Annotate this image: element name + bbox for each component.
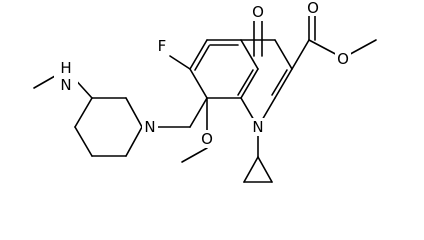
quinolone-nitrogen-label: N bbox=[252, 118, 263, 136]
piperidine-nitrogen-label: N bbox=[144, 118, 155, 136]
bond bbox=[189, 68, 208, 99]
label-backdrop bbox=[305, 0, 321, 16]
bond bbox=[274, 68, 293, 99]
bond bbox=[243, 156, 259, 183]
methylamino-hydrogen-label: H bbox=[60, 59, 71, 77]
ester-ether-oxygen-label: O bbox=[337, 50, 349, 68]
bond bbox=[181, 147, 208, 163]
bond-lines bbox=[33, 13, 377, 183]
bond bbox=[257, 156, 273, 183]
methylamino-nitrogen-label: N bbox=[60, 76, 71, 94]
fluorine-atom-label: F bbox=[158, 37, 167, 55]
bond bbox=[189, 39, 208, 70]
structure-canvas: F O O O N N O N H bbox=[33, 0, 377, 183]
bond bbox=[125, 126, 143, 157]
bond bbox=[169, 55, 191, 70]
bond bbox=[33, 75, 56, 89]
ester-carbonyl-oxygen-label: O bbox=[307, 0, 319, 17]
bond bbox=[74, 97, 93, 128]
bond bbox=[74, 126, 93, 157]
bond bbox=[274, 39, 293, 70]
bond-double-inner bbox=[237, 69, 254, 96]
methoxy-oxygen-label: O bbox=[201, 130, 213, 148]
bond bbox=[240, 68, 259, 99]
bond bbox=[125, 97, 143, 128]
label-backdrop bbox=[199, 130, 215, 148]
label-backdrop bbox=[154, 37, 170, 55]
label-backdrop bbox=[142, 118, 158, 136]
label-backdrop bbox=[250, 3, 266, 21]
label-backdrop bbox=[335, 50, 351, 68]
bond bbox=[240, 39, 259, 70]
atom-labels: F O O O N N O N H bbox=[54, 0, 351, 148]
label-backdrop bbox=[250, 118, 266, 136]
molecule-drawing: F O O O N N O N H bbox=[33, 0, 377, 183]
bond-double-inner bbox=[271, 69, 288, 96]
bond bbox=[189, 97, 208, 128]
bond-double-inner bbox=[194, 45, 210, 71]
label-backdrop bbox=[54, 60, 78, 96]
ketone-oxygen-label: O bbox=[252, 3, 264, 21]
bond bbox=[291, 39, 310, 70]
